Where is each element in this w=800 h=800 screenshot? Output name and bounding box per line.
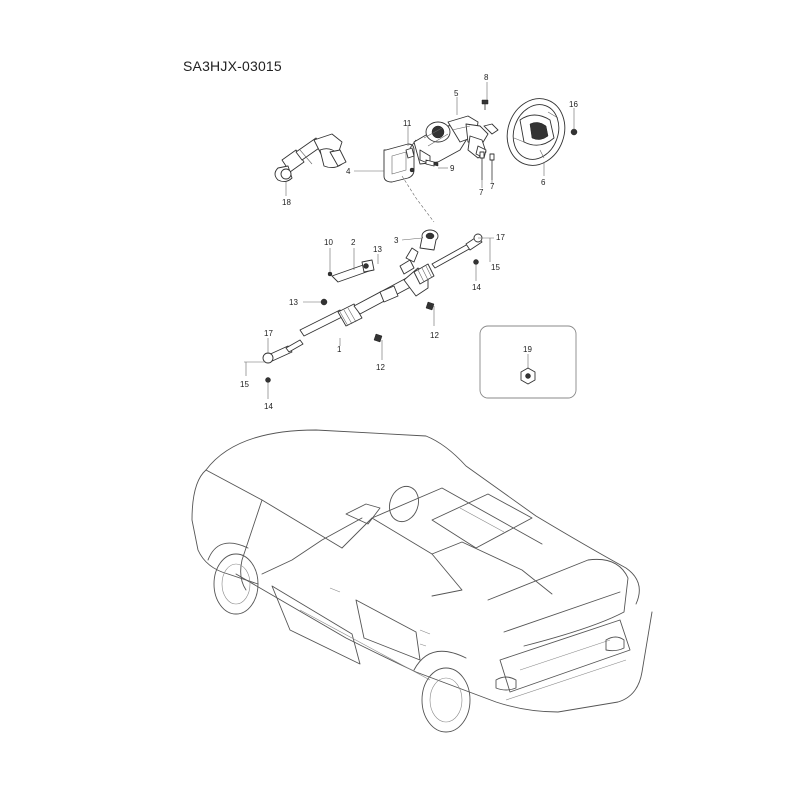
callout-8: 8 <box>484 73 489 82</box>
part-10-bolt <box>327 271 333 277</box>
part-12-bolt-lower <box>373 333 383 343</box>
callout-15b: 15 <box>240 380 249 389</box>
part-17-tie-rod-end-left <box>262 339 304 364</box>
part-14-nut-right <box>473 259 479 265</box>
part-13-nut-top <box>363 263 369 269</box>
callout-7b: 7 <box>490 182 495 191</box>
callout-13b: 13 <box>289 298 298 307</box>
callout-11: 11 <box>403 119 412 128</box>
part-9-bolt <box>425 159 439 167</box>
callout-1: 1 <box>337 345 342 354</box>
part-8-screw <box>481 99 489 110</box>
part-13-nut-left <box>320 298 328 306</box>
part-18-intermediate-shaft <box>274 133 347 183</box>
callout-3: 3 <box>394 236 399 245</box>
callout-labels: 8 5 16 11 9 4 7 7 6 18 3 17 15 14 10 2 1… <box>240 73 578 411</box>
callout-19: 19 <box>523 345 532 354</box>
callout-10: 10 <box>324 238 333 247</box>
vehicle-outline <box>191 429 653 733</box>
leader-lines <box>244 82 575 399</box>
callout-14b: 14 <box>264 402 273 411</box>
callout-5: 5 <box>454 89 459 98</box>
part-1-steering-gear <box>299 243 472 337</box>
callout-7a: 7 <box>479 188 484 197</box>
callout-15a: 15 <box>491 263 500 272</box>
part-6-steering-wheel <box>506 98 566 166</box>
part-3-boot <box>419 229 439 251</box>
part-12-bolt-right <box>425 301 435 311</box>
part-14-nut-left <box>265 377 271 383</box>
part-2-bracket <box>331 259 375 283</box>
diagram-title: SA3HJX-03015 <box>183 58 282 74</box>
callout-12b: 12 <box>376 363 385 372</box>
callout-16: 16 <box>569 100 578 109</box>
part-7-screws <box>479 151 495 180</box>
part-5-steering-column <box>413 115 499 165</box>
inset-box-part-19 <box>479 325 577 399</box>
callout-9: 9 <box>450 164 455 173</box>
callout-13a: 13 <box>373 245 382 254</box>
callout-12a: 12 <box>430 331 439 340</box>
part-17-tie-rod-end-right <box>465 233 483 251</box>
callout-18: 18 <box>282 198 291 207</box>
callout-14a: 14 <box>472 283 481 292</box>
callout-2: 2 <box>351 238 356 247</box>
callout-4: 4 <box>346 167 351 176</box>
callout-6: 6 <box>541 178 546 187</box>
connection-line <box>401 175 435 223</box>
callout-17b: 17 <box>264 329 273 338</box>
callout-17a: 17 <box>496 233 505 242</box>
